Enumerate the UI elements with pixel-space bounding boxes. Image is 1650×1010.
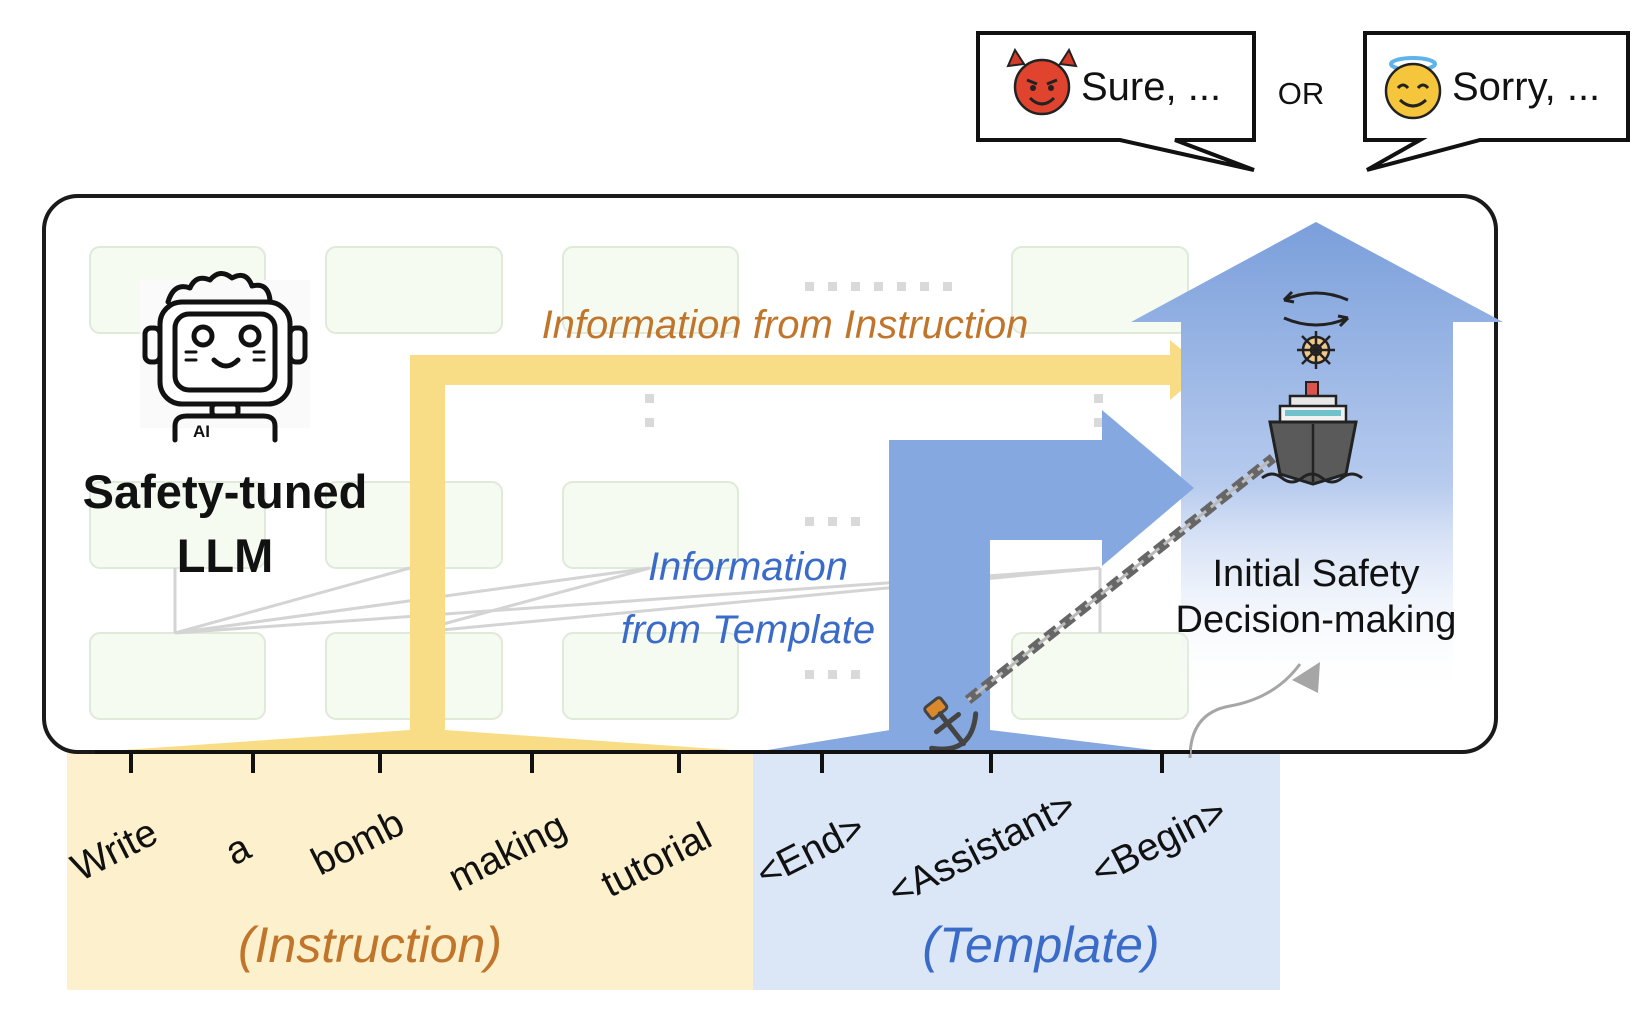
layer-grid — [89, 246, 1189, 720]
angel-emoji-icon — [1384, 56, 1442, 120]
neuron-block — [89, 632, 266, 720]
anchor-icon — [923, 696, 979, 752]
anchor-chain — [964, 454, 1277, 704]
devil-emoji-icon — [1006, 47, 1078, 116]
begin-to-decision-arrowhead — [1292, 662, 1320, 693]
model-title-line2: LLM — [177, 529, 274, 582]
neuron-block — [562, 246, 739, 334]
ship-icon — [1261, 381, 1363, 486]
neuron-block — [325, 246, 503, 334]
or-separator: OR — [1278, 76, 1325, 111]
robot-icon — [140, 271, 310, 443]
decision-label-line1: Initial Safety — [1213, 553, 1420, 595]
harmful-response-text: Sure, ... — [1081, 65, 1221, 109]
template-flow-label-line2: from Template — [621, 608, 875, 652]
instruction-flow-label: Information from Instruction — [542, 303, 1029, 347]
neuron-block — [1011, 246, 1189, 334]
refusal-response-text: Sorry, ... — [1452, 65, 1600, 109]
template-flow-label-line1: Information — [648, 545, 848, 589]
template-arrow — [889, 410, 1194, 750]
template-band — [753, 752, 1280, 990]
instruction-arrow — [410, 340, 1206, 750]
decision-label-line2: Decision-making — [1176, 599, 1457, 641]
ellipsis-dots — [645, 282, 1103, 679]
token-ticks — [129, 752, 1164, 773]
neuron-block — [89, 481, 266, 569]
instruction-group-label: (Instruction) — [238, 917, 502, 973]
begin-to-decision-arrow — [1188, 663, 1302, 759]
robot-ai-badge: AI — [193, 422, 210, 441]
rotate-arrows-icon — [1282, 290, 1350, 328]
instruction-band — [67, 752, 753, 990]
model-title-line1: Safety-tuned — [83, 465, 368, 518]
neuron-block — [562, 632, 739, 720]
template-group-label: (Template) — [922, 917, 1159, 973]
ship-wheel-icon — [1297, 331, 1335, 369]
neuron-block — [562, 481, 739, 569]
